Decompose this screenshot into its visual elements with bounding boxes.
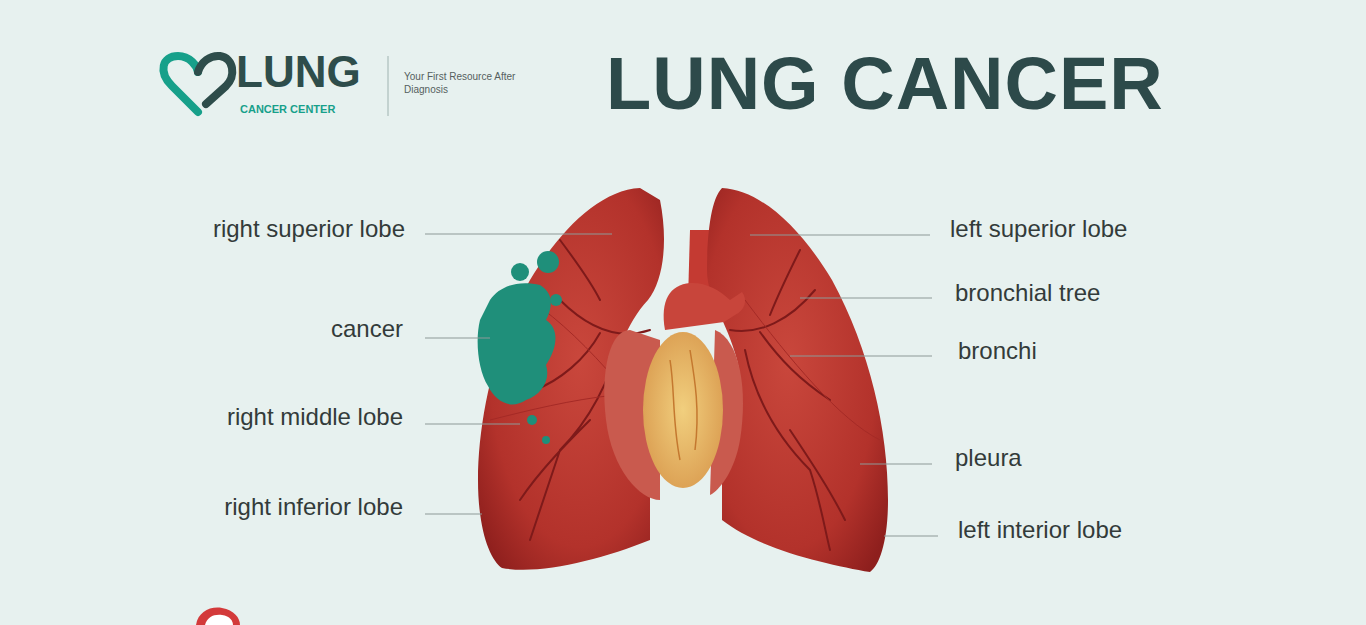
logo-divider: [388, 56, 389, 116]
logo-tagline: Your First Resource After Diagnosis: [404, 70, 522, 96]
logo-wordmark: LUNG: [236, 50, 361, 94]
bronchial-tree-drawing: [520, 240, 845, 550]
part-label: cancer: [331, 314, 403, 344]
part-label: bronchial tree: [955, 278, 1100, 308]
part-label: bronchi: [958, 336, 1037, 366]
coronary-vessels: [670, 350, 697, 460]
leader-lines: [425, 234, 938, 536]
logo-heart: [163, 56, 232, 112]
logo-subtitle: CANCER CENTER: [240, 103, 335, 116]
page-title: LUNG CANCER: [606, 47, 1164, 121]
heart: [643, 332, 723, 488]
aortic-arch: [664, 283, 745, 330]
partial-icon: [196, 608, 240, 625]
part-label: left interior lobe: [958, 515, 1122, 545]
part-label: left superior lobe: [950, 214, 1127, 244]
part-label: pleura: [955, 443, 1022, 473]
left-lung: [707, 188, 888, 572]
part-label: right middle lobe: [227, 402, 403, 432]
tumor: [478, 251, 562, 444]
part-label: right superior lobe: [213, 214, 405, 244]
right-lung: [478, 188, 664, 570]
part-label: right inferior lobe: [224, 492, 403, 522]
